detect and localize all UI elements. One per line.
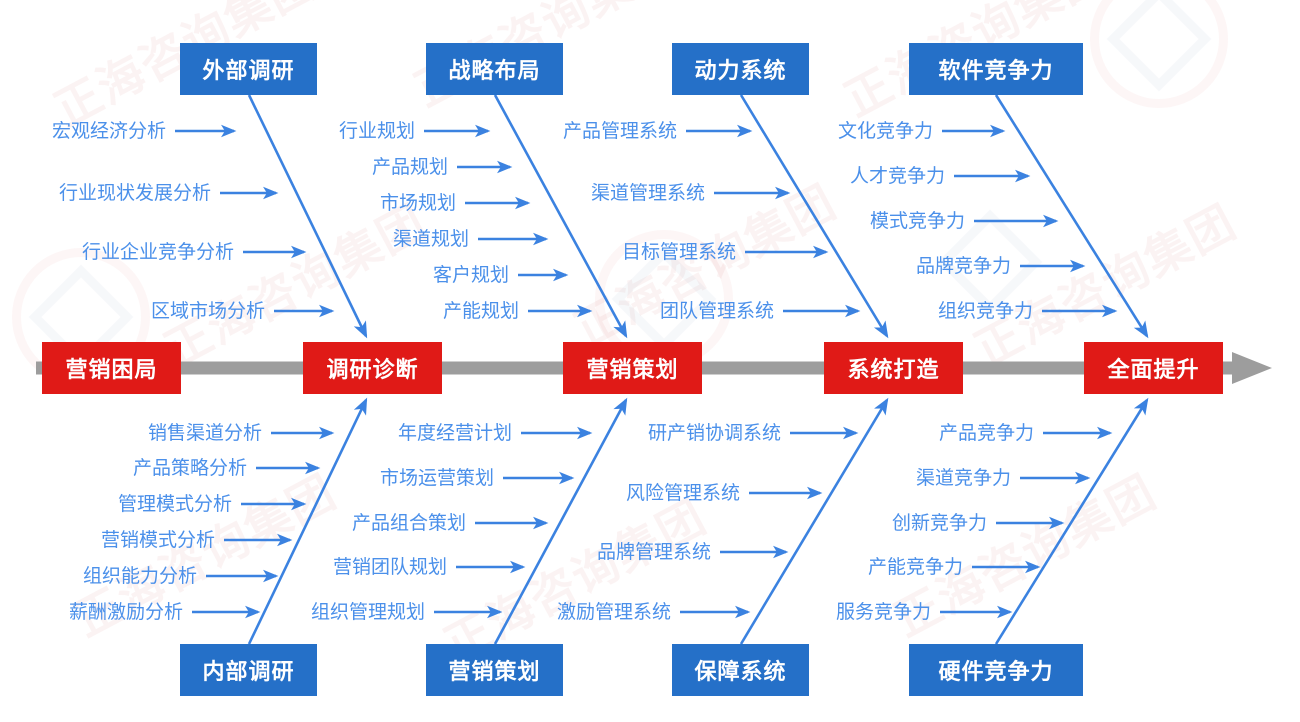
branch-item: 品牌管理系统	[596, 542, 711, 563]
branch-item: 客户规划	[432, 265, 509, 286]
top-category-box-2[interactable]: 战略布局	[426, 43, 563, 95]
branch-item: 行业企业竞争分析	[81, 242, 234, 263]
branch-item: 营销团队规划	[332, 557, 447, 578]
top-category-box-3[interactable]: 动力系统	[672, 43, 809, 95]
branch-item: 组织竞争力	[937, 301, 1033, 322]
branch-item: 产品管理系统	[562, 121, 677, 142]
bottom-category-box-2[interactable]: 营销策划	[426, 644, 563, 696]
milestone-box-3[interactable]: 营销策划	[563, 342, 702, 394]
milestone-box-1[interactable]: 营销困局	[42, 342, 181, 394]
branch-item: 市场运营策划	[379, 468, 494, 489]
branch-item: 渠道管理系统	[590, 183, 705, 204]
branch-item: 渠道竞争力	[915, 468, 1011, 489]
branch-item: 服务竞争力	[835, 602, 931, 623]
branch-item: 行业规划	[338, 121, 415, 142]
bottom-category-box-4[interactable]: 硬件竞争力	[909, 644, 1083, 696]
branch-item: 产品组合策划	[351, 513, 466, 534]
branch-item: 营销模式分析	[100, 530, 215, 551]
milestone-box-5[interactable]: 全面提升	[1084, 342, 1223, 394]
branch-item: 宏观经济分析	[51, 121, 166, 142]
branch-item: 产能竞争力	[867, 557, 963, 578]
branch-item: 年度经营计划	[397, 423, 512, 444]
branch-item: 产品规划	[371, 157, 448, 178]
branch-item: 组织能力分析	[82, 566, 197, 587]
branch-item: 渠道规划	[392, 229, 469, 250]
bottom-category-box-1[interactable]: 内部调研	[180, 644, 317, 696]
branch-item: 管理模式分析	[117, 494, 232, 515]
branch-item: 产品竞争力	[938, 423, 1034, 444]
branch-item: 市场规划	[379, 193, 456, 214]
branch-item: 创新竞争力	[891, 513, 987, 534]
branch-item: 行业现状发展分析	[58, 183, 211, 204]
branch-item: 产能规划	[442, 301, 519, 322]
branch-item: 组织管理规划	[310, 602, 425, 623]
branch-item: 激励管理系统	[556, 602, 671, 623]
branch-item: 薪酬激励分析	[68, 602, 183, 623]
branch-item: 模式竞争力	[869, 211, 965, 232]
milestone-box-4[interactable]: 系统打造	[824, 342, 963, 394]
branch-item: 人才竞争力	[849, 166, 945, 187]
bottom-category-box-3[interactable]: 保障系统	[672, 644, 809, 696]
branch-item: 品牌竞争力	[915, 256, 1011, 277]
milestone-box-2[interactable]: 调研诊断	[303, 342, 442, 394]
top-category-box-1[interactable]: 外部调研	[180, 43, 317, 95]
branch-item: 目标管理系统	[621, 242, 736, 263]
branch-item: 风险管理系统	[625, 483, 740, 504]
top-category-box-4[interactable]: 软件竞争力	[909, 43, 1083, 95]
branch-item: 区域市场分析	[150, 301, 265, 322]
branch-item: 团队管理系统	[659, 301, 774, 322]
branch-item: 产品策略分析	[132, 458, 247, 479]
branch-item: 研产销协调系统	[647, 423, 781, 444]
branch-item: 文化竞争力	[837, 121, 933, 142]
branch-item: 销售渠道分析	[147, 423, 262, 444]
